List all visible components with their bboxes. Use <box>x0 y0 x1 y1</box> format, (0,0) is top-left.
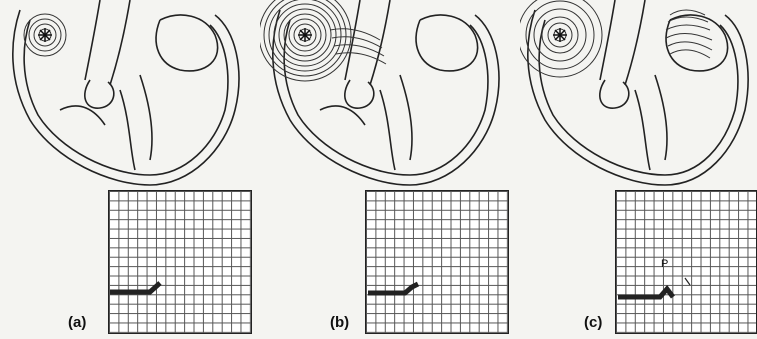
panel-label-b: (b) <box>330 314 349 331</box>
ecg-trace-a <box>0 0 250 339</box>
panel-a: (a) <box>0 0 250 339</box>
panel-label-c: (c) <box>584 314 602 331</box>
p-wave-label: P <box>661 258 668 270</box>
ecg-trace-c <box>520 0 757 339</box>
ecg-trace-b <box>260 0 510 339</box>
panel-c: P (c) <box>520 0 757 339</box>
panel-b: (b) <box>260 0 510 339</box>
panel-label-a: (a) <box>68 314 86 331</box>
